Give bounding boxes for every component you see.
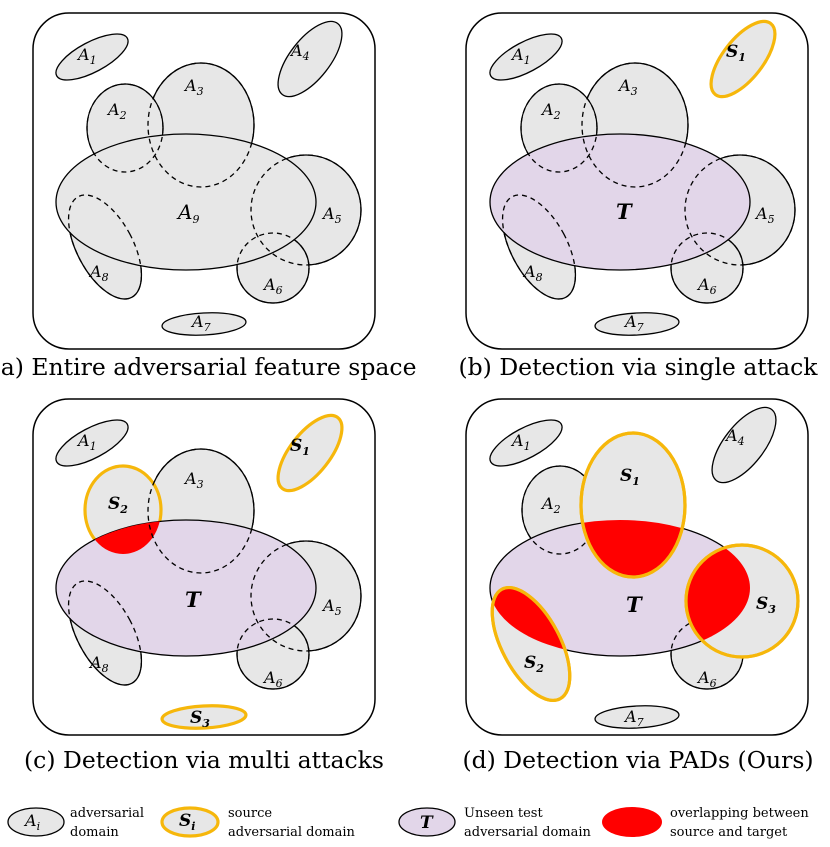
label-a5: A5 — [321, 596, 342, 618]
panel-a: A1 A4 A3 A2 A9 A5 A8 A6 A7 (a) Entire ad… — [0, 12, 416, 381]
panel-c: A1 S1 A3 S2 T A5 A8 A6 S3 (c) Detection … — [24, 398, 384, 774]
dash-a5 — [250, 154, 362, 266]
target-domain — [489, 133, 751, 271]
legend-src-symbol: Si — [179, 811, 195, 833]
legend-adv-symbol: Ai — [23, 811, 40, 833]
label-a7: A7 — [623, 707, 644, 729]
legend-src-line1: source — [228, 806, 272, 821]
domain-a7 — [594, 705, 680, 729]
label-s1: S1 — [620, 466, 640, 488]
label-s2: S2 — [524, 653, 544, 675]
label-t: T — [626, 592, 643, 617]
domain-a1 — [489, 33, 563, 81]
domain-a7 — [594, 312, 680, 336]
source-s1-border — [579, 431, 687, 579]
legend-ovl-line1: overlapping between — [670, 806, 809, 821]
label-a7: A7 — [623, 312, 644, 334]
target-domain — [55, 519, 317, 657]
label-a7: A7 — [190, 312, 211, 334]
caption-a: (a) Entire adversarial feature space — [0, 353, 416, 381]
label-a9: A9 — [176, 200, 199, 226]
legend-overlap: overlapping between source and target — [602, 806, 809, 840]
label-a1: A1 — [76, 45, 97, 67]
panel-d: A1 A4 S1 A2 T S3 S2 A6 A7 (d) Detection … — [462, 398, 814, 774]
domain-a1 — [489, 419, 563, 467]
label-a3: A3 — [183, 76, 204, 98]
label-a1: A1 — [510, 431, 531, 453]
label-a8: A8 — [88, 653, 109, 675]
label-a3: A3 — [617, 76, 638, 98]
dash-a3 — [147, 448, 255, 574]
source-s3 — [160, 704, 248, 730]
label-s3: S3 — [756, 594, 776, 616]
label-a4: A4 — [724, 426, 745, 448]
legend-src-swatch — [160, 806, 220, 838]
domain-a7 — [161, 312, 247, 336]
label-a3: A3 — [183, 469, 204, 491]
overlap-s1-t — [581, 520, 685, 577]
caption-c: (c) Detection via multi attacks — [24, 746, 384, 774]
dash-a6 — [670, 232, 744, 304]
legend-target-domain: T Unseen test adversarial domain — [398, 806, 592, 840]
source-s1 — [709, 19, 777, 99]
domain-a4 — [277, 20, 343, 98]
legend-overlap-swatch — [602, 807, 662, 837]
dash-a8 — [501, 194, 577, 300]
label-a6: A6 — [696, 668, 717, 690]
dash-a8 — [67, 580, 143, 686]
domain-a4 — [711, 406, 777, 484]
caption-d: (d) Detection via PADs (Ours) — [462, 746, 813, 774]
legend-src-line2: adversarial domain — [228, 825, 356, 840]
label-t: T — [616, 199, 633, 224]
dash-a5 — [250, 540, 362, 652]
legend-tgt-line1: Unseen test — [464, 806, 543, 821]
dash-a2 — [520, 83, 598, 173]
source-s2-border — [490, 585, 572, 703]
label-a2: A2 — [540, 100, 561, 122]
label-a1: A1 — [510, 45, 531, 67]
legend-ovl-line2: source and target — [670, 825, 788, 840]
legend-adv-line2: domain — [70, 825, 119, 840]
label-s3: S3 — [190, 708, 210, 730]
label-a6: A6 — [262, 275, 283, 297]
overlap-s3-t — [686, 545, 750, 656]
label-a8: A8 — [88, 262, 109, 284]
legend-adv-line1: adversarial — [70, 806, 144, 821]
domain-a1 — [55, 419, 129, 467]
legend: Ai adversarial domain Si source adversar… — [7, 806, 809, 840]
dash-a3 — [147, 62, 255, 188]
dash-a3 — [581, 62, 689, 188]
dash-a5 — [684, 154, 796, 266]
legend-adversarial-domain: Ai adversarial domain — [7, 806, 144, 840]
label-a5: A5 — [321, 204, 342, 226]
legend-source-domain: Si source adversarial domain — [160, 806, 356, 840]
label-s1: S1 — [290, 436, 310, 458]
label-a5: A5 — [754, 204, 775, 226]
dash-a6 — [236, 618, 310, 690]
legend-tgt-line2: adversarial domain — [464, 825, 592, 840]
source-s1 — [276, 413, 344, 493]
dash-a2 — [86, 83, 164, 173]
label-a2: A2 — [540, 494, 561, 516]
legend-tgt-symbol: T — [420, 813, 434, 833]
source-s3-border — [684, 543, 800, 659]
panel-b: A1 S1 A3 A2 T A5 A8 A6 A7 (b) Detection … — [458, 12, 818, 381]
label-s2: S2 — [108, 494, 128, 516]
domain-a1 — [55, 33, 129, 81]
label-a6: A6 — [262, 668, 283, 690]
label-a6: A6 — [696, 275, 717, 297]
legend-adv-swatch — [7, 807, 65, 837]
label-a4: A4 — [289, 41, 310, 63]
label-s1: S1 — [726, 42, 746, 64]
caption-b: (b) Detection via single attack — [458, 353, 818, 381]
label-a2: A2 — [106, 100, 127, 122]
domain-a9 — [55, 133, 317, 271]
label-t: T — [185, 587, 202, 612]
label-a8: A8 — [522, 262, 543, 284]
dash-a6 — [236, 232, 310, 304]
label-a1: A1 — [76, 431, 97, 453]
dash-a8 — [67, 194, 143, 300]
legend-tgt-swatch — [398, 807, 456, 837]
